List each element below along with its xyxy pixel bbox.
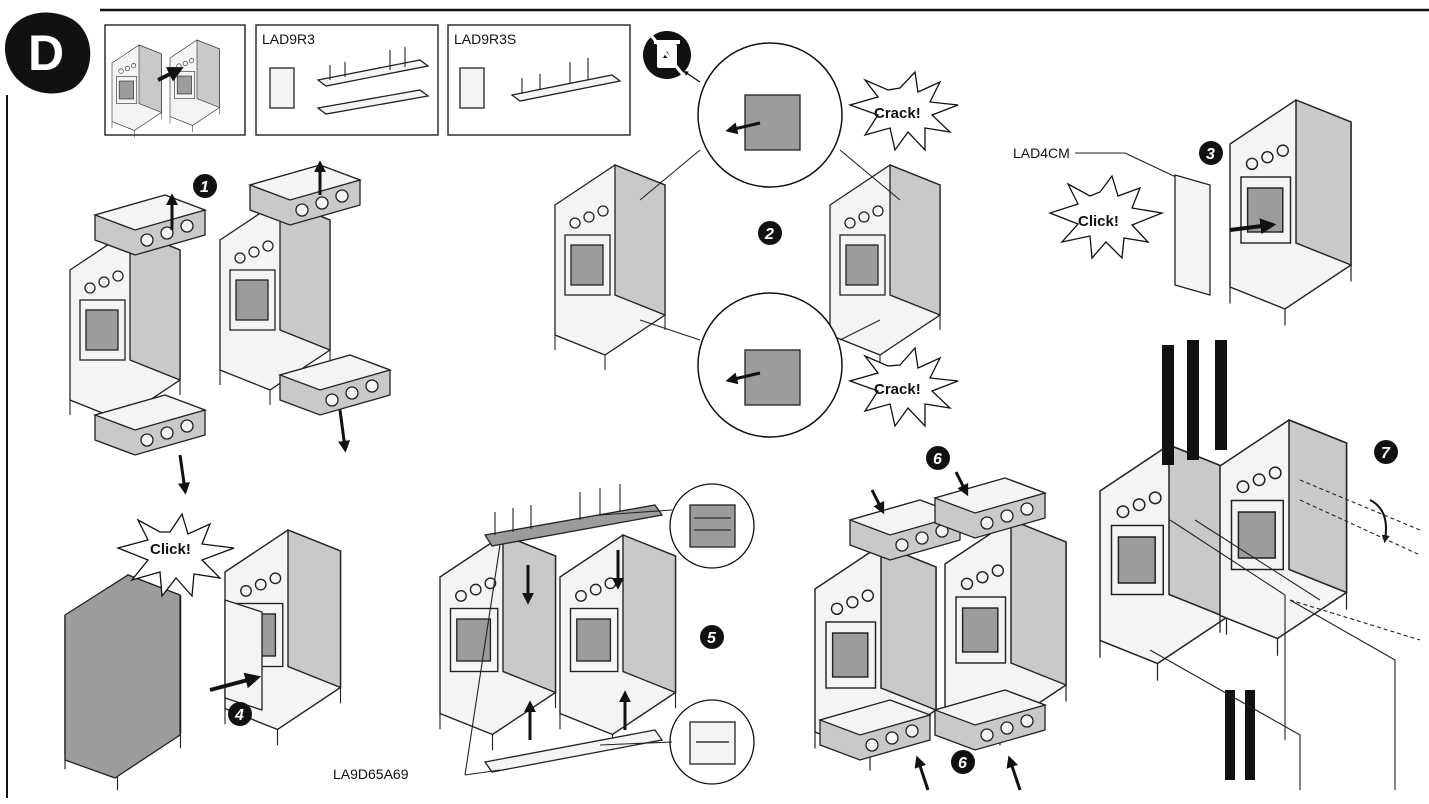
step-2-illustration (554, 42, 941, 438)
svg-text:6: 6 (958, 755, 967, 772)
kit-label-lad9r3: LAD9R3 (262, 31, 315, 47)
label-la9d65a69: LA9D65A69 (333, 766, 409, 782)
svg-text:1: 1 (200, 179, 209, 196)
section-badge: D (5, 12, 91, 94)
click-burst-step4: Click! (115, 512, 235, 598)
section-letter: D (28, 25, 64, 81)
step-7-badge: 7 (1374, 440, 1398, 464)
svg-text:3: 3 (1206, 146, 1215, 163)
svg-text:Crack!: Crack! (874, 105, 921, 122)
step-1-illustration (69, 160, 391, 495)
crack-burst-bottom: Crack! (847, 346, 959, 428)
step-7-illustration (1099, 340, 1421, 790)
svg-text:4: 4 (234, 707, 244, 724)
step-5-illustration (439, 483, 755, 785)
kit-box-reverse-assembly (104, 24, 246, 138)
svg-text:2: 2 (764, 226, 774, 243)
svg-text:Click!: Click! (150, 541, 191, 558)
kit-box-lad9r3: LAD9R3 (255, 24, 439, 136)
step-3-illustration (1174, 99, 1352, 327)
bottom-link-bar (483, 729, 664, 773)
step-4-badge: 4 (228, 702, 252, 726)
svg-text:Crack!: Crack! (874, 381, 921, 398)
svg-text:Click!: Click! (1078, 213, 1119, 230)
step-5-badge: 5 (700, 625, 724, 649)
kit-box-lad9r3s: LAD9R3S (447, 24, 631, 136)
step-1-badge: 1 (193, 174, 217, 198)
top-link-bar (483, 504, 664, 547)
step-4-illustration (64, 529, 342, 791)
label-lad4cm: LAD4CM (1013, 145, 1070, 161)
recycle-bin-icon (643, 31, 691, 79)
step-2-badge: 2 (758, 221, 782, 245)
crack-burst-top: Crack! (847, 70, 959, 152)
step-3-badge: 3 (1199, 141, 1223, 165)
step-6-badge-top: 6 (926, 446, 950, 470)
svg-text:7: 7 (1381, 445, 1391, 462)
svg-text:6: 6 (933, 451, 942, 468)
click-burst-step3: Click! (1048, 174, 1165, 260)
kit-label-lad9r3s: LAD9R3S (454, 31, 516, 47)
step-6-illustration (814, 471, 1067, 791)
svg-text:5: 5 (707, 630, 717, 647)
step-6-badge-bottom: 6 (951, 750, 975, 774)
